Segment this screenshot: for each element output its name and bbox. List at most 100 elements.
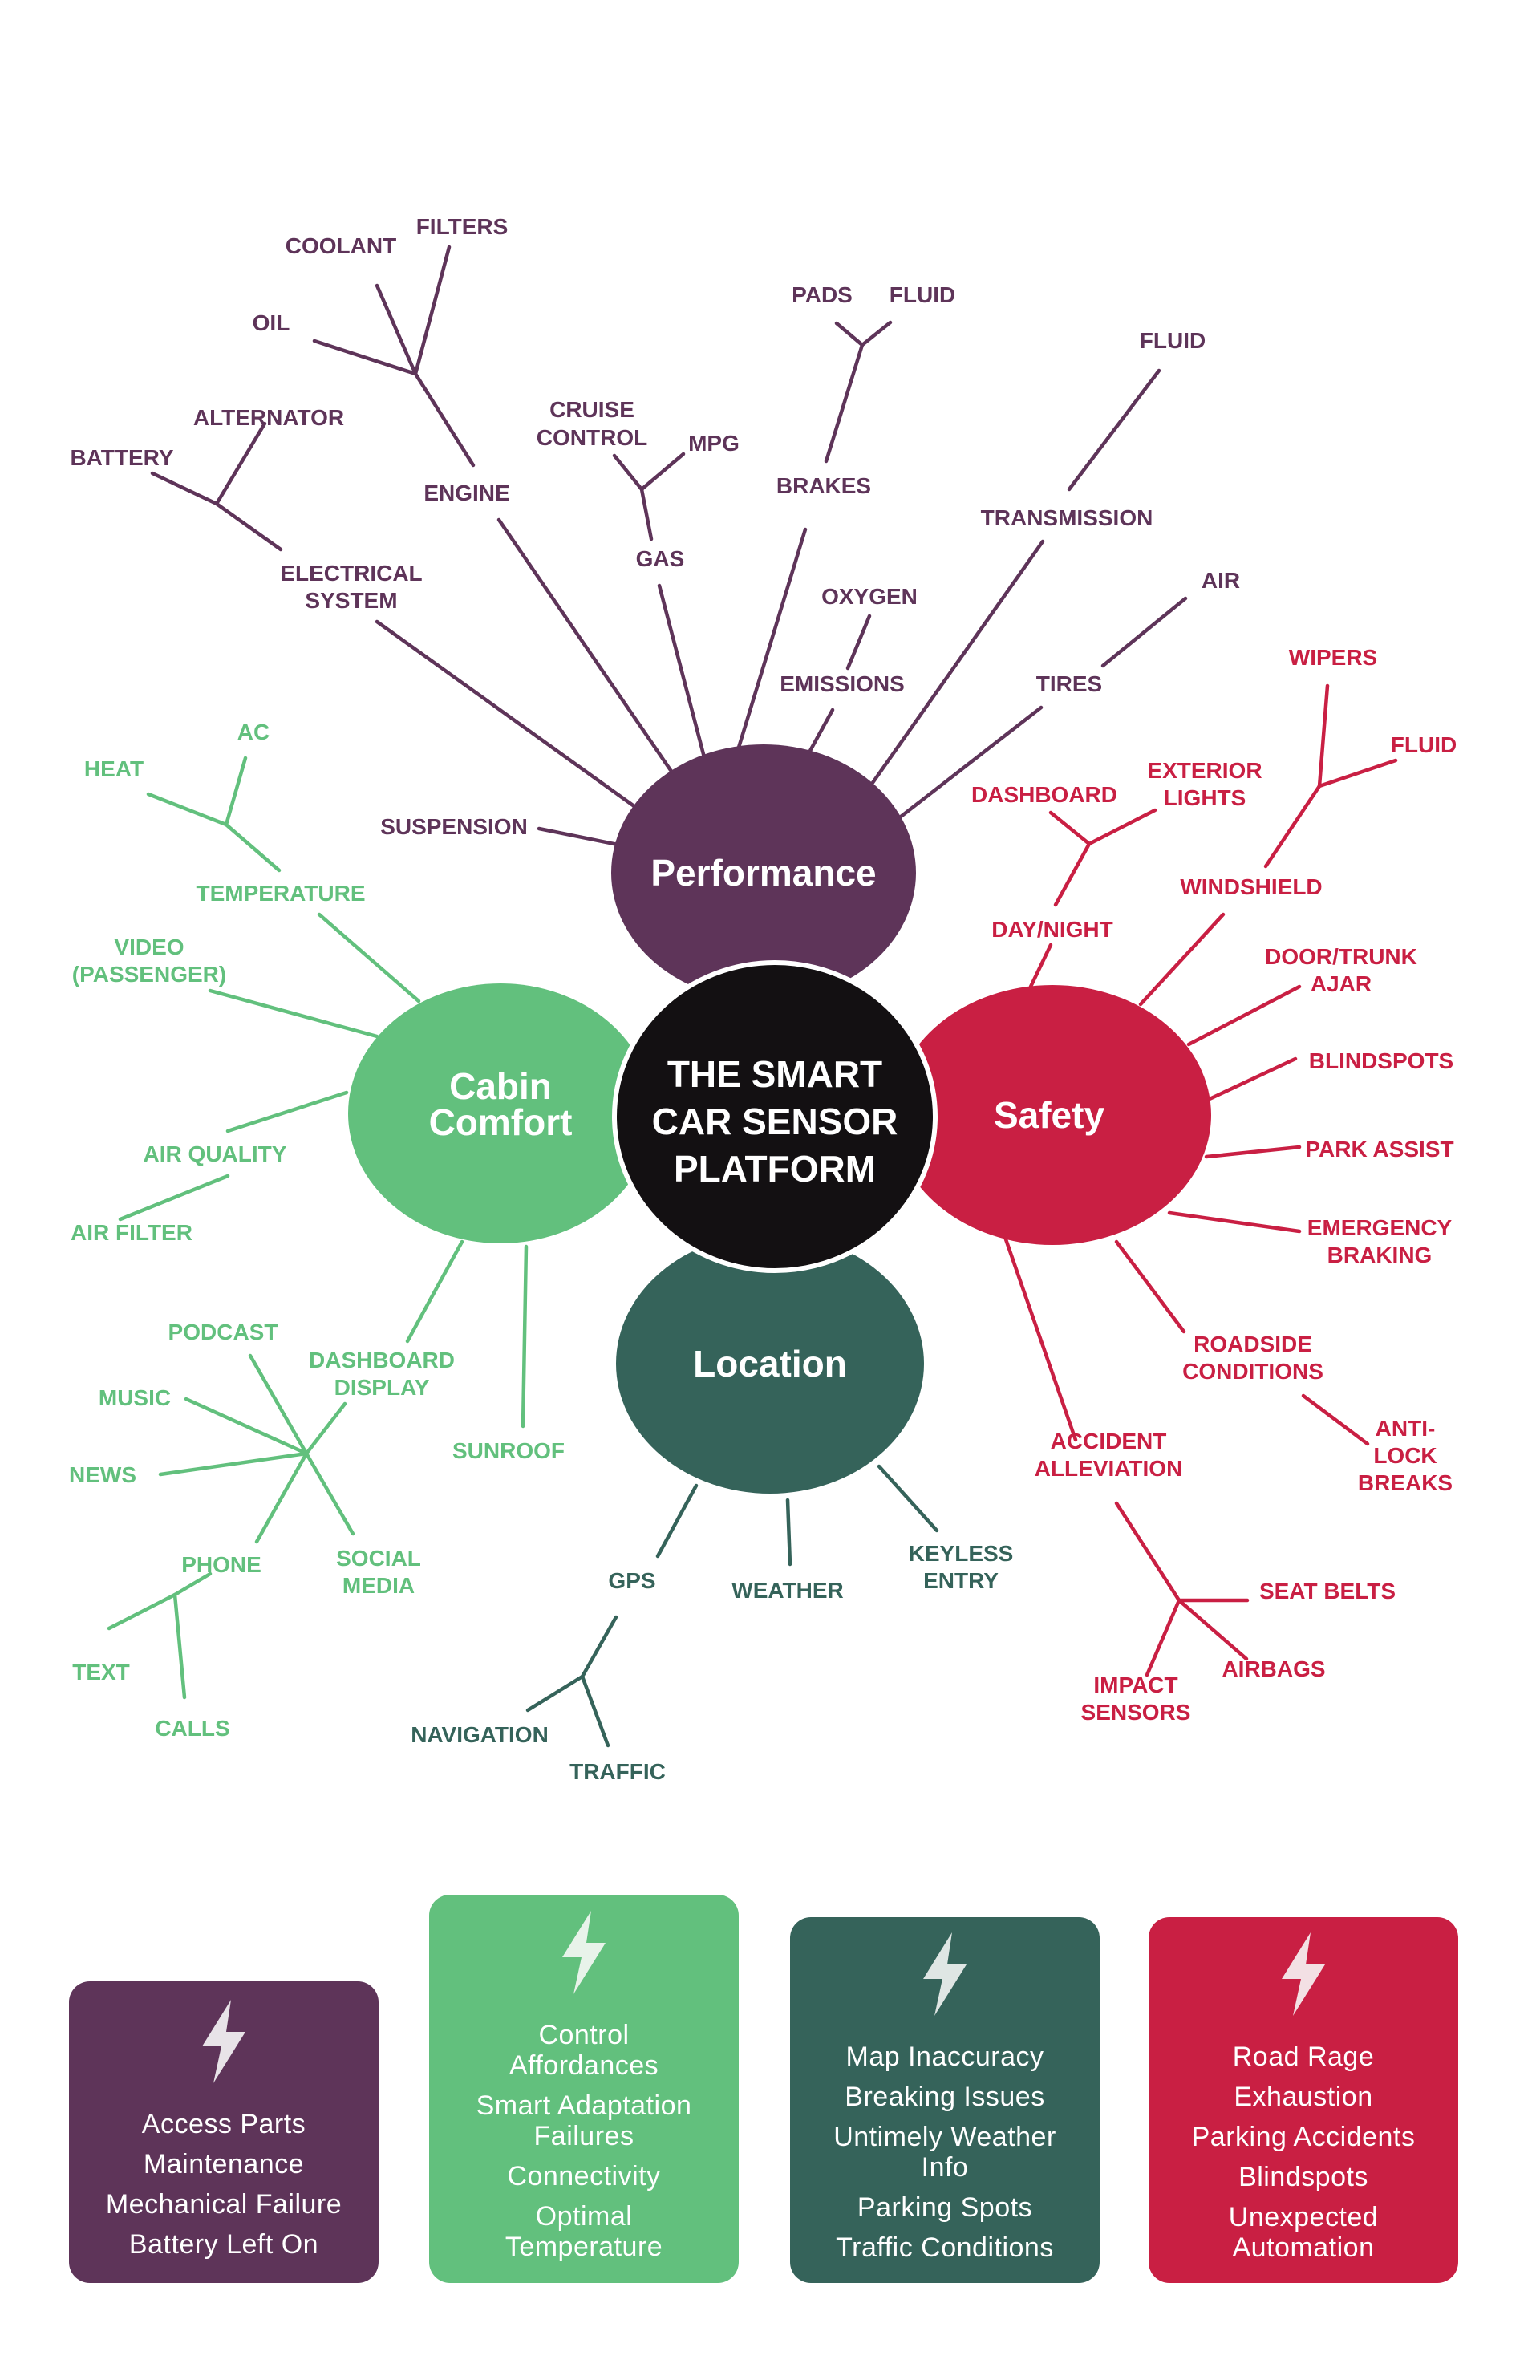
label-transmission: TRANSMISSION	[981, 505, 1153, 530]
hub-label-performance: Performance	[650, 852, 876, 894]
label-blindspots: BLINDSPOTS	[1309, 1048, 1453, 1073]
label-park-assist: PARK ASSIST	[1305, 1137, 1453, 1162]
label-brake-fluid: FLUID	[890, 282, 955, 307]
label-airbags: AIRBAGS	[1222, 1656, 1325, 1681]
hub-performance[interactable]: Performance	[611, 744, 916, 1001]
hub-safety[interactable]: Safety	[894, 985, 1211, 1245]
box-item: Mechanical Failure	[105, 2189, 342, 2220]
label-text: TEXT	[72, 1660, 130, 1685]
center-title-line-3: PLATFORM	[674, 1148, 876, 1190]
label-sunroof: SUNROOF	[452, 1438, 565, 1463]
label-roadside-1: ROADSIDE	[1194, 1332, 1312, 1356]
box-comfort-issues: Control Affordances Smart Adaptation Fai…	[429, 1895, 739, 2283]
box-location-issues: Map Inaccuracy Breaking Issues Untimely …	[790, 1917, 1100, 2283]
label-phone: PHONE	[181, 1552, 261, 1577]
box-item: Parking Accidents	[1191, 2122, 1416, 2152]
lightning-bolt-icon	[202, 2000, 245, 2083]
label-battery: BATTERY	[70, 445, 173, 470]
label-air: AIR	[1202, 568, 1240, 593]
label-brakes: BRAKES	[776, 473, 871, 498]
label-calls: CALLS	[155, 1716, 229, 1741]
label-air-filter: AIR FILTER	[71, 1220, 192, 1245]
label-video-1: VIDEO	[114, 935, 184, 959]
label-news: NEWS	[69, 1462, 136, 1487]
box-item: Untimely Weather Info	[833, 2122, 1056, 2183]
box-item: Connectivity	[507, 2161, 661, 2191]
label-electrical-1: ELECTRICAL	[280, 561, 422, 586]
box-item: Breaking Issues	[845, 2082, 1045, 2112]
label-cruise-2: CONTROL	[537, 425, 647, 450]
safety-branches	[1003, 683, 1398, 1677]
label-day-night: DAY/NIGHT	[991, 917, 1112, 942]
box-item: Control Affordances	[509, 2020, 659, 2081]
label-windshield: WINDSHIELD	[1180, 874, 1322, 899]
box-item: Battery Left On	[128, 2229, 319, 2260]
hub-location[interactable]: Location	[616, 1234, 924, 1494]
hub-comfort[interactable]: Cabin Comfort	[348, 983, 653, 1243]
hub-label-safety: Safety	[994, 1094, 1104, 1136]
box-item: Road Rage	[1232, 2041, 1375, 2072]
label-heat: HEAT	[84, 756, 144, 781]
label-oxygen: OXYGEN	[821, 584, 918, 609]
performance-labels: FILTERS COOLANT OIL ALTERNATOR BATTERY E…	[70, 214, 1240, 839]
label-traffic: TRAFFIC	[569, 1759, 666, 1784]
label-electrical-2: SYSTEM	[305, 588, 397, 613]
label-engine: ENGINE	[424, 480, 509, 505]
comfort-labels: HEAT AC TEMPERATURE VIDEO (PASSENGER) AI…	[69, 720, 565, 1741]
box-item: Smart Adaptation Failures	[476, 2090, 692, 2151]
box-performance-issues: Access Parts Maintenance Mechanical Fail…	[69, 1981, 379, 2283]
label-podcast: PODCAST	[168, 1320, 278, 1344]
label-door-trunk-2: AJAR	[1311, 971, 1372, 996]
label-transmission-fluid: FLUID	[1140, 328, 1206, 353]
label-pads: PADS	[792, 282, 853, 307]
box-item: Blindspots	[1238, 2162, 1368, 2192]
label-navigation: NAVIGATION	[411, 1722, 549, 1747]
label-accident-1: ACCIDENT	[1051, 1429, 1167, 1454]
label-exterior-1: EXTERIOR	[1147, 758, 1262, 783]
box-item: Optimal Temperature	[505, 2201, 663, 2262]
label-suspension: SUSPENSION	[380, 814, 528, 839]
box-item: Maintenance	[143, 2149, 305, 2179]
label-wiper-fluid: FLUID	[1391, 732, 1457, 757]
label-oil: OIL	[253, 310, 290, 335]
box-item: Traffic Conditions	[836, 2232, 1054, 2263]
box-safety-issues: Road Rage Exhaustion Parking Accidents B…	[1149, 1917, 1458, 2283]
hub-label-comfort-1: Cabin	[449, 1065, 552, 1107]
lightning-bolt-icon	[1282, 1932, 1325, 2016]
label-antilock-1: ANTI-	[1376, 1416, 1436, 1441]
comfort-branches	[107, 756, 529, 1700]
label-music: MUSIC	[99, 1385, 171, 1410]
label-cruise-1: CRUISE	[549, 397, 634, 422]
performance-branches	[150, 245, 1188, 850]
label-wipers: WIPERS	[1289, 645, 1377, 670]
label-antilock-3: BREAKS	[1358, 1470, 1453, 1495]
box-item: Parking Spots	[857, 2192, 1033, 2223]
label-mpg: MPG	[688, 431, 740, 456]
label-emergency-2: BRAKING	[1327, 1243, 1433, 1267]
label-tires: TIRES	[1036, 671, 1102, 696]
label-impact-1: IMPACT	[1093, 1672, 1177, 1697]
hub-label-location: Location	[693, 1343, 847, 1385]
label-emissions: EMISSIONS	[780, 671, 905, 696]
label-exterior-2: LIGHTS	[1164, 785, 1246, 810]
label-keyless-2: ENTRY	[923, 1568, 999, 1593]
label-alternator: ALTERNATOR	[193, 405, 344, 430]
label-antilock-2: LOCK	[1373, 1443, 1437, 1468]
label-emergency-1: EMERGENCY	[1307, 1215, 1453, 1240]
label-social-2: MEDIA	[342, 1573, 415, 1598]
label-weather: WEATHER	[732, 1578, 843, 1603]
label-temperature: TEMPERATURE	[196, 881, 365, 906]
lightning-bolt-icon	[923, 1932, 967, 2016]
safety-labels: WIPERS FLUID WINDSHIELD DASHBOARD EXTERI…	[971, 645, 1457, 1725]
label-accident-2: ALLEVIATION	[1035, 1456, 1183, 1481]
box-item: Map Inaccuracy	[845, 2041, 1044, 2072]
box-item: Exhaustion	[1234, 2082, 1373, 2112]
lightning-bolt-icon	[562, 1911, 606, 1994]
label-keyless-1: KEYLESS	[909, 1541, 1014, 1566]
label-dashboard-display-1: DASHBOARD	[309, 1348, 455, 1372]
location-labels: GPS WEATHER KEYLESS ENTRY NAVIGATION TRA…	[411, 1541, 1013, 1784]
label-ac: AC	[237, 720, 270, 744]
label-gps: GPS	[608, 1568, 655, 1593]
label-social-1: SOCIAL	[336, 1546, 421, 1571]
